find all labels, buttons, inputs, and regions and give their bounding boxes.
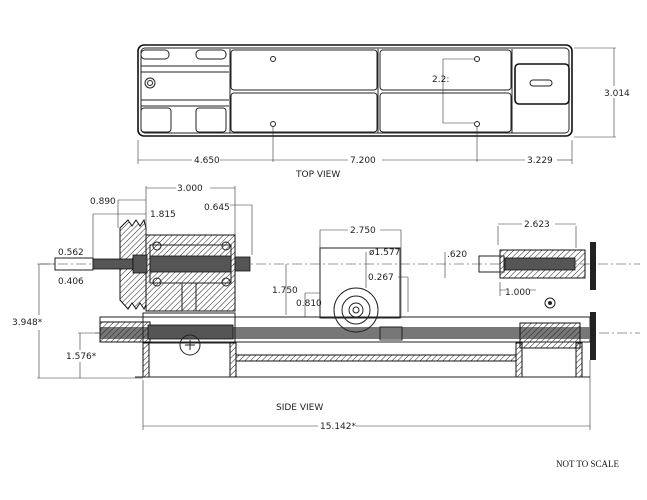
dim-leadscrew-height: 1.576* — [66, 352, 97, 362]
dim-handwheel-dia: ø1.577 — [369, 248, 400, 258]
dim-middle: 7.200 — [350, 156, 376, 166]
carriage — [319, 247, 401, 319]
dim-height: 3.014 — [604, 89, 630, 99]
cross-slide-handwheel — [333, 287, 379, 333]
top-view: 2.2: 4.650 7.200 3.229 3.014 TOP VIEW — [137, 44, 630, 180]
dim-center-height: 1.750 — [272, 286, 298, 296]
tailstock-handwheel — [590, 242, 596, 290]
leadscrew-handwheel — [590, 312, 596, 360]
dim-spindle-od: 0.562 — [58, 248, 84, 258]
dim-spindle-id: 0.406 — [58, 277, 84, 287]
dim-carriage-width: 2.750 — [350, 226, 376, 236]
dim-left: 4.650 — [194, 156, 220, 166]
dim-headstock-width: 3.000 — [177, 184, 203, 194]
dim-tailstock-length: 2.623 — [524, 220, 550, 230]
dim-tail-offset: 1.000 — [505, 288, 531, 298]
dim-right: 3.229 — [527, 156, 553, 166]
side-view-title: SIDE VIEW — [276, 403, 323, 413]
dim-pulley-offset: 0.890 — [90, 197, 116, 207]
dim-cross-offset: 0.267 — [368, 273, 394, 283]
dim-bed-offset: 0.810 — [296, 299, 322, 309]
dim-overall-height: 3.948* — [12, 318, 43, 328]
top-view-title: TOP VIEW — [295, 170, 340, 180]
dim-tail-quill: .620 — [447, 250, 467, 260]
dim-pulley-to-spindle: 1.815 — [150, 210, 176, 220]
not-to-scale-note: NOT TO SCALE — [556, 459, 620, 469]
dim-overall-length: 15.142* — [320, 422, 356, 432]
side-view: 3.000 0.890 1.815 0.645 0.562 0.406 1.75… — [12, 184, 640, 432]
dim-spindle-nut: 0.645 — [204, 203, 230, 213]
bed-outline — [137, 44, 573, 137]
dim-hole-spacing: 2.2: — [432, 75, 449, 85]
